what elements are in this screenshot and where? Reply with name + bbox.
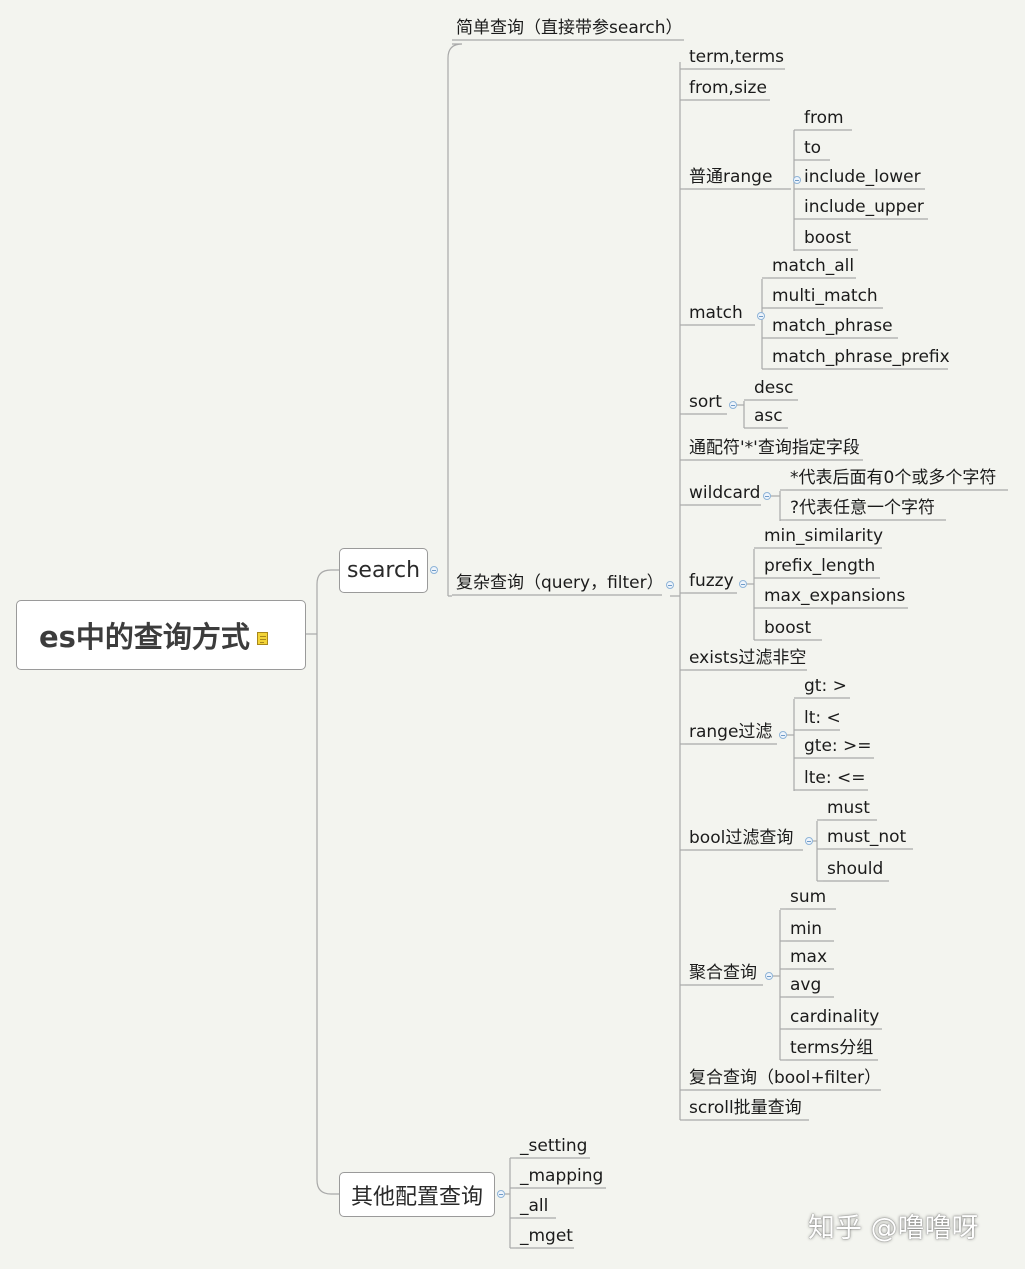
config-label: 其他配置查询 — [350, 1184, 483, 1210]
agg-child-cardinality[interactable]: cardinality — [790, 1007, 880, 1027]
complex-query-collapse-icon[interactable] — [666, 581, 674, 589]
complex-query-item[interactable]: 复杂查询（query，filter） — [456, 573, 664, 593]
range-child-include-upper[interactable]: include_upper — [804, 197, 924, 217]
exists-item[interactable]: exists过滤非空 — [689, 648, 807, 668]
range-filter-collapse-icon[interactable] — [779, 731, 787, 739]
search-label: search — [346, 558, 421, 583]
match-collapse-icon[interactable] — [757, 312, 765, 320]
simple-query-item[interactable]: 简单查询（直接带参search） — [456, 18, 683, 38]
agg-collapse-icon[interactable] — [765, 972, 773, 980]
config-collapse-icon[interactable] — [497, 1190, 505, 1198]
bool-child-must[interactable]: must — [827, 798, 870, 818]
search-node[interactable]: search — [339, 548, 428, 593]
fuzzy-item[interactable]: fuzzy — [689, 571, 734, 591]
from-size-item[interactable]: from,size — [689, 78, 767, 98]
root-to-config-line — [316, 634, 339, 1195]
bool-child-should[interactable]: should — [827, 859, 884, 879]
config-child-mget[interactable]: _mget — [520, 1226, 573, 1246]
wildcard-collapse-icon[interactable] — [763, 492, 771, 500]
range-filter-child-lte[interactable]: lte: <= — [804, 768, 866, 788]
fuzzy-child-min-similarity[interactable]: min_similarity — [764, 526, 883, 546]
wildcard-child-item[interactable]: ?代表任意一个字符 — [790, 498, 936, 518]
sort-child-desc[interactable]: desc — [754, 378, 794, 398]
agg-child-max[interactable]: max — [790, 947, 828, 967]
match-child-match-all[interactable]: match_all — [772, 256, 855, 276]
agg-item[interactable]: 聚合查询 — [689, 963, 757, 983]
range-filter-child-gt[interactable]: gt: > — [804, 676, 847, 696]
wildcard-child-0[interactable]: *代表后面有0个或多个字符 — [790, 468, 997, 488]
range-child-include-lower[interactable]: include_lower — [804, 167, 921, 187]
sort-item[interactable]: sort — [689, 392, 722, 412]
scroll-item[interactable]: scroll批量查询 — [689, 1098, 802, 1118]
range-child-from[interactable]: from — [804, 108, 844, 128]
root-label: es中的查询方式 — [39, 620, 250, 654]
match-child-match-phrase[interactable]: match_phrase — [772, 316, 893, 336]
fuzzy-child-max-expansions[interactable]: max_expansions — [764, 586, 906, 606]
bool-item[interactable]: bool过滤查询 — [689, 828, 794, 848]
match-child-multi-match[interactable]: multi_match — [772, 286, 878, 306]
range-child-boost[interactable]: boost — [804, 228, 852, 248]
bool-child-must-not[interactable]: must_not — [827, 827, 907, 847]
search-collapse-icon[interactable] — [430, 566, 438, 574]
bool-collapse-icon[interactable] — [805, 837, 813, 845]
root-node[interactable]: es中的查询方式 — [16, 600, 306, 670]
match-child-match-phrase-prefix[interactable]: match_phrase_prefix — [772, 347, 950, 367]
match-item[interactable]: match — [689, 303, 743, 323]
wildcard-item[interactable]: wildcard — [689, 483, 761, 503]
sort-child-asc[interactable]: asc — [754, 406, 783, 426]
range-child-to[interactable]: to — [804, 138, 822, 158]
range-filter-item[interactable]: range过滤 — [689, 722, 773, 742]
note-icon — [256, 631, 268, 645]
compound-item[interactable]: 复合查询（bool+filter） — [689, 1068, 882, 1088]
fuzzy-collapse-icon[interactable] — [739, 580, 747, 588]
config-child-mapping[interactable]: _mapping — [520, 1166, 604, 1186]
search-to-simple-line — [447, 43, 463, 570]
config-child-all[interactable]: _all — [520, 1196, 549, 1216]
agg-child-avg[interactable]: avg — [790, 975, 822, 995]
agg-child-terms[interactable]: terms分组 — [790, 1038, 874, 1058]
agg-child-sum[interactable]: sum — [790, 887, 827, 907]
normal-range-item[interactable]: 普通range — [689, 167, 773, 187]
root-to-search-line — [316, 569, 339, 634]
term-terms-item[interactable]: term,terms — [689, 47, 785, 67]
watermark: 知乎 @噜噜呀 — [808, 1213, 979, 1244]
wildcard-fields-item[interactable]: 通配符'*'查询指定字段 — [689, 438, 860, 458]
fuzzy-child-prefix-length[interactable]: prefix_length — [764, 556, 876, 576]
sort-collapse-icon[interactable] — [729, 401, 737, 409]
config-child-setting[interactable]: _setting — [520, 1136, 588, 1156]
fuzzy-child-boost[interactable]: boost — [764, 618, 812, 638]
config-node[interactable]: 其他配置查询 — [339, 1172, 495, 1217]
range-filter-child-lt[interactable]: lt: < — [804, 708, 841, 728]
agg-child-min[interactable]: min — [790, 919, 823, 939]
range-filter-child-gte[interactable]: gte: >= — [804, 736, 872, 756]
normal-range-collapse-icon[interactable] — [793, 176, 801, 184]
